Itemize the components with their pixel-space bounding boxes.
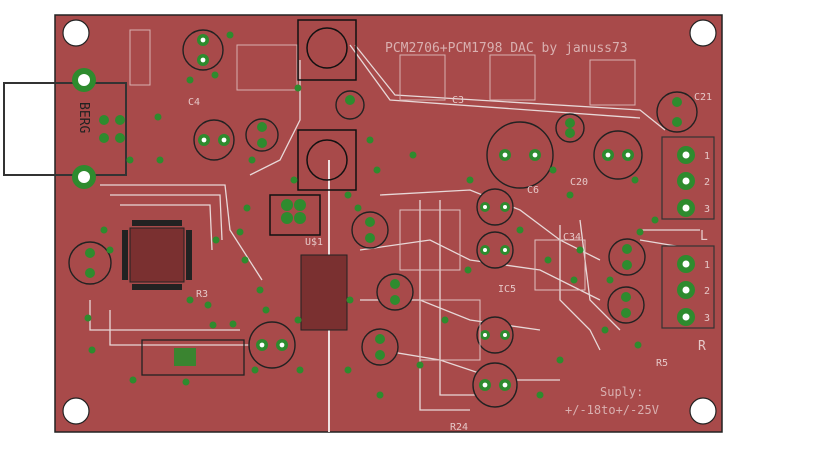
label-r5: R5 xyxy=(656,358,668,369)
screw-terminal-icon xyxy=(661,136,715,329)
film-capacitors xyxy=(129,29,636,106)
mounting-holes xyxy=(62,19,717,425)
label-c20: C20 xyxy=(570,177,588,188)
supply-line2: +/-18to+/-25V xyxy=(565,403,659,417)
label-rs: R xyxy=(698,339,706,354)
terminal1-pin1: 1 xyxy=(704,151,710,162)
component-labels: C4 C3 C20 C21 C34 C6 R3 R5 R24 IC5 U$1 L… xyxy=(188,92,712,433)
terminal1-pin2: 2 xyxy=(704,177,710,188)
terminal1-pin3: 3 xyxy=(704,204,710,215)
crystal-oscillator-icon xyxy=(141,339,245,376)
label-c34: C34 xyxy=(563,232,581,243)
label-u1: U$1 xyxy=(305,237,323,248)
pad-holes xyxy=(200,37,631,388)
label-c6: C6 xyxy=(527,185,539,196)
terminal2-pin2: 2 xyxy=(704,286,710,297)
capacitor-pads xyxy=(85,34,682,391)
supply-line1: Suply: xyxy=(600,385,643,399)
label-ls: L xyxy=(700,229,708,244)
qfp-chip-icon xyxy=(122,220,192,290)
label-c21: C21 xyxy=(694,92,712,103)
traces xyxy=(89,44,701,411)
label-ic5: IC5 xyxy=(498,284,516,295)
vias xyxy=(84,31,659,399)
regulators xyxy=(269,19,357,236)
label-r3: R3 xyxy=(196,289,208,300)
label-c4: C4 xyxy=(188,97,200,108)
label-c3: C3 xyxy=(452,95,464,106)
opamps xyxy=(399,209,586,361)
usb-connector-icon: BERG xyxy=(3,68,127,189)
regulator-pads xyxy=(281,199,306,224)
board-title: PCM2706+PCM1798 DAC by januss73 xyxy=(385,41,628,56)
label-berg: BERG xyxy=(76,102,91,133)
terminal2-pin1: 1 xyxy=(704,260,710,271)
label-r24: R24 xyxy=(450,422,468,433)
terminal2-pin3: 3 xyxy=(704,313,710,324)
electrolytic-capacitors xyxy=(68,29,698,408)
dac-chip xyxy=(300,254,348,331)
